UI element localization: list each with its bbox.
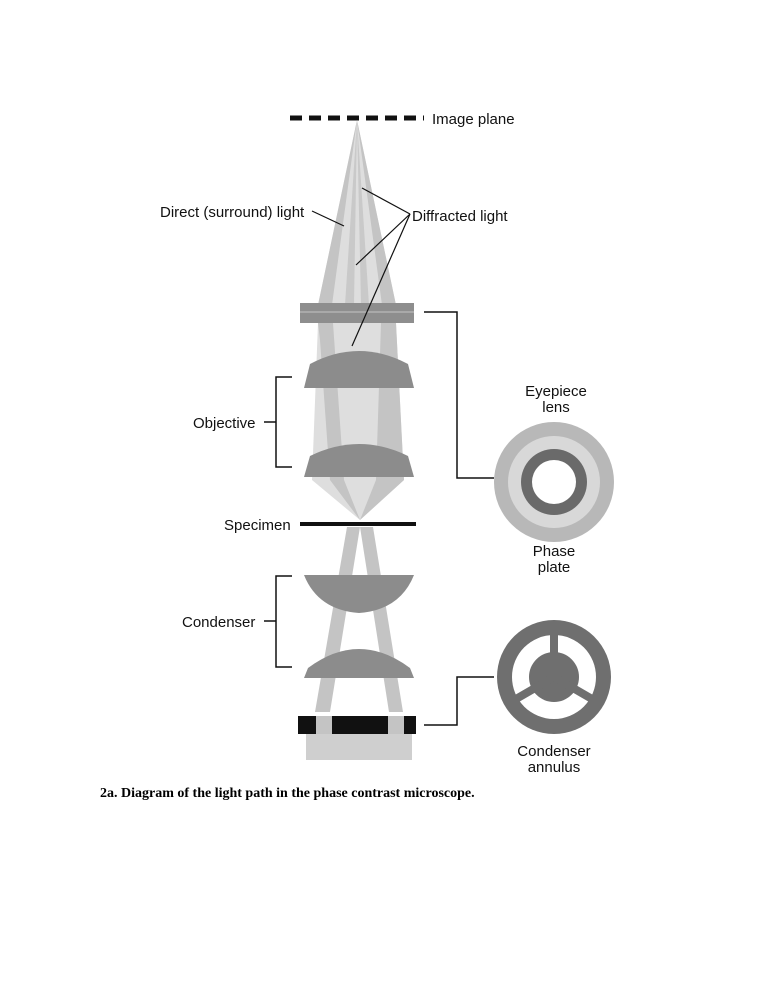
figure-caption: 2a. Diagram of the light path in the pha… xyxy=(100,786,475,801)
direct-light-leader xyxy=(311,210,345,227)
phase-plate-ring xyxy=(494,422,614,542)
annulus-bar xyxy=(298,716,416,734)
annulus-label-line2: annulus xyxy=(528,759,581,776)
objective-label: Objective xyxy=(193,415,256,432)
phase-plate-label-line1: Phase xyxy=(533,543,576,560)
condenser-annulus xyxy=(497,620,611,734)
objective-bracket xyxy=(275,376,292,468)
direct-light-label: Direct (surround) light xyxy=(160,204,305,221)
specimen-label: Specimen xyxy=(224,517,291,534)
objective-lower-lens xyxy=(304,444,414,477)
image-plane-label: Image plane xyxy=(432,111,515,128)
phase-plate-connector xyxy=(424,311,494,479)
upper-light-cone xyxy=(318,120,396,305)
annulus-label-line1: Condenser xyxy=(517,743,590,760)
annulus-connector xyxy=(424,676,494,726)
condenser-lower-lens xyxy=(304,649,414,678)
condenser-upper-lens xyxy=(304,575,414,613)
eyepiece-label-line2: lens xyxy=(542,399,570,416)
light-source xyxy=(306,730,412,760)
phase-plate-label-line2: plate xyxy=(538,559,571,576)
diffracted-light-leaders xyxy=(351,187,411,347)
diffracted-light-label: Diffracted light xyxy=(412,208,508,225)
objective-upper-lens xyxy=(304,351,414,388)
eyepiece-label-line1: Eyepiece xyxy=(525,383,587,400)
condenser-label: Condenser xyxy=(182,614,255,631)
condenser-bracket xyxy=(275,575,292,668)
condenser-light-path xyxy=(315,527,403,712)
